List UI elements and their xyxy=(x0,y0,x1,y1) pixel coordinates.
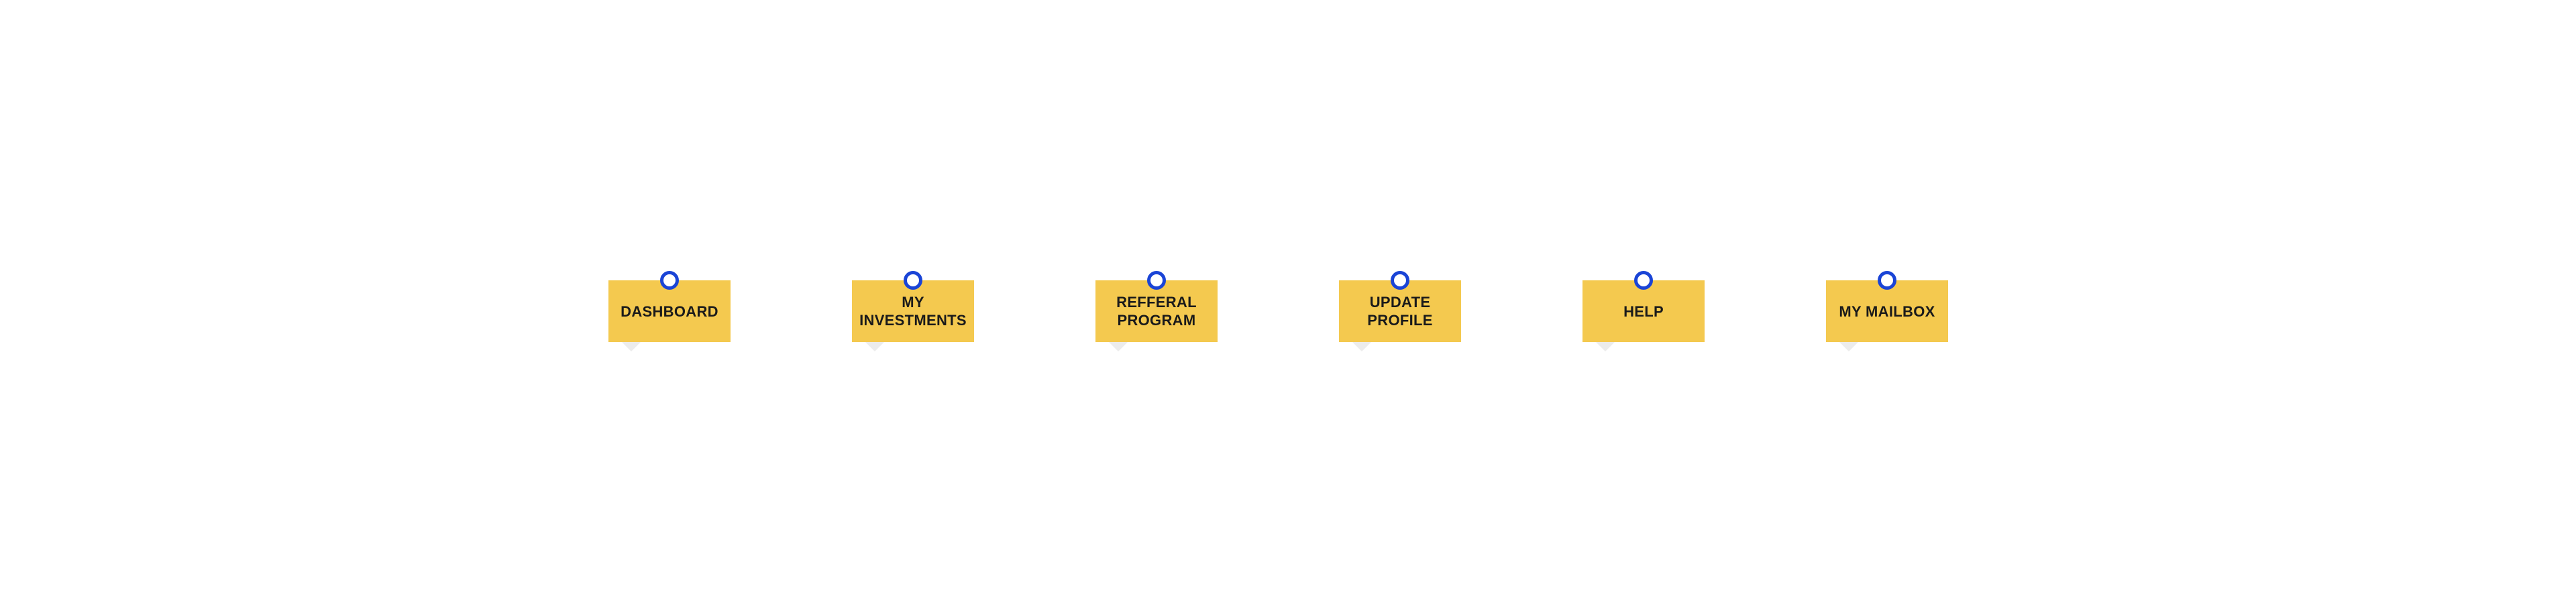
pin-icon xyxy=(904,271,922,290)
pin-icon xyxy=(1878,271,1896,290)
nav-card[interactable]: MY INVESTMENTS xyxy=(852,280,974,342)
pin-icon xyxy=(1634,271,1653,290)
tail-icon xyxy=(1109,342,1128,351)
nav-item-update-profile[interactable]: UPDATE PROFILE xyxy=(1339,271,1461,351)
tail-icon xyxy=(622,342,641,351)
pin-icon xyxy=(660,271,679,290)
nav-card[interactable]: DASHBOARD xyxy=(608,280,731,342)
tail-icon xyxy=(1596,342,1615,351)
tail-icon xyxy=(1352,342,1371,351)
nav-item-my-investments[interactable]: MY INVESTMENTS xyxy=(852,271,974,351)
nav-item-refferal-program[interactable]: REFFERAL PROGRAM xyxy=(1095,271,1218,351)
nav-item-label: MY INVESTMENTS xyxy=(859,294,967,329)
nav-card[interactable]: HELP xyxy=(1582,280,1705,342)
nav-item-label: DASHBOARD xyxy=(621,302,718,320)
nav-item-label: REFFERAL PROGRAM xyxy=(1116,294,1197,329)
nav-card[interactable]: UPDATE PROFILE xyxy=(1339,280,1461,342)
nav-item-dashboard[interactable]: DASHBOARD xyxy=(608,271,731,351)
nav-item-label: MY MAILBOX xyxy=(1839,302,1935,320)
nav-item-help[interactable]: HELP xyxy=(1582,271,1705,351)
tail-icon xyxy=(1839,342,1858,351)
tail-icon xyxy=(865,342,884,351)
pin-icon xyxy=(1147,271,1166,290)
nav-card[interactable]: MY MAILBOX xyxy=(1826,280,1948,342)
pin-icon xyxy=(1391,271,1409,290)
nav-item-label: HELP xyxy=(1623,302,1664,320)
nav-item-my-mailbox[interactable]: MY MAILBOX xyxy=(1826,271,1948,351)
nav-item-label: UPDATE PROFILE xyxy=(1367,294,1433,329)
nav-card[interactable]: REFFERAL PROGRAM xyxy=(1095,280,1218,342)
